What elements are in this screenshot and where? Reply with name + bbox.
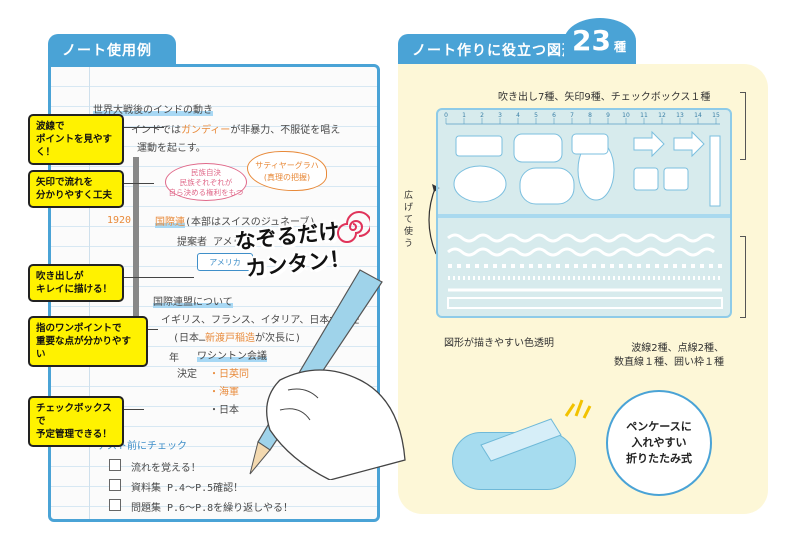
ruler-tick-label: 15 xyxy=(712,112,720,119)
ruler-tick-label: 12 xyxy=(658,112,666,119)
callout-connector-1 xyxy=(124,127,164,128)
ruler-tick-label: 8 xyxy=(588,112,592,119)
ruler-tick-label: 13 xyxy=(676,112,684,119)
bracket-top xyxy=(740,92,746,160)
ruler-tick-label: 10 xyxy=(622,112,630,119)
label-open-use: 広げて使う xyxy=(404,191,414,249)
note-year-2: 年 xyxy=(169,353,179,364)
note-kaigun: ・海軍 xyxy=(209,387,239,398)
foldable-speech-bubble: ペンケースに 入れやすい 折りたたみ式 xyxy=(606,390,712,496)
ruler-fold-line xyxy=(438,214,730,218)
ruler-tick-label: 5 xyxy=(534,112,538,119)
ruler-tick-label: 2 xyxy=(480,112,484,119)
notebook-example-header: ノート使用例 xyxy=(48,34,176,64)
easy-trace-title: なぞるだけ カンタン！ xyxy=(233,219,352,281)
hand-with-pen-illustration xyxy=(249,269,406,480)
callout-speech-bubble: 吹き出しがキレイに描ける！ xyxy=(28,264,124,302)
callout-connector-4 xyxy=(148,329,158,330)
ruler-tick-label: 11 xyxy=(640,112,648,119)
note-line-1: インドではガンディーが非暴力、不服従を唱え xyxy=(131,125,341,136)
shape-count-badge: 23 種 xyxy=(564,18,636,64)
speech-bubble-minzoku: 民族自決 民族それぞれが 自ら決める権利をもつ xyxy=(165,163,247,201)
note-nichiei: ・日英同 xyxy=(209,369,249,380)
ruler-tick-label: 3 xyxy=(498,112,502,119)
note-kettei: 決定 xyxy=(177,369,197,380)
label-line-types: 波線2種、点線2種、 数直線１種、囲い枠１種 xyxy=(614,343,724,368)
label-top-shapes: 吹き出し7種、矢印9種、チェックボックス１種 xyxy=(498,92,711,103)
ruler-tick-label: 0 xyxy=(444,112,448,119)
bracket-bottom xyxy=(740,236,746,318)
callout-arrow: 矢印で流れを分かりやすく工夫 xyxy=(28,170,124,208)
folded-ruler-in-case xyxy=(480,418,562,462)
checkbox-3[interactable] xyxy=(109,499,121,511)
note-heading: 世界大戦後のインドの動き xyxy=(93,105,213,116)
speech-bubble-satyagraha: サティヤーグラハ (真理の把握) xyxy=(247,151,327,191)
note-teian: 提案者 アメリ xyxy=(177,237,243,248)
checkbox-2[interactable] xyxy=(109,479,121,491)
check-item-2: 資料集 P.4～P.5確認！ xyxy=(131,483,244,494)
callout-connector-5 xyxy=(124,409,144,410)
note-line-2: 運動を起こす。 xyxy=(137,143,206,154)
note-washington: ワシントン会議 xyxy=(197,351,267,362)
label-transparent: 図形が描きやすい色透明 xyxy=(444,338,554,349)
pencil-case-illustration xyxy=(452,418,576,490)
ruler-tick-label: 7 xyxy=(570,112,574,119)
note-members-detail: (日本…新渡戸稲造が次長に) xyxy=(173,333,302,344)
callout-finger-point: 指のワンポイントで重要な点が分かりやすい xyxy=(28,316,148,367)
note-box-america: アメリカ xyxy=(197,253,253,271)
note-nihon: ・日本 xyxy=(209,405,239,416)
callout-checkbox: チェックボックスで予定管理できる！ xyxy=(28,396,124,447)
check-item-3: 問題集 P.6～P.8を繰り返しやる！ xyxy=(131,503,294,514)
callout-connector-2 xyxy=(124,183,154,184)
ruler-tick-label: 9 xyxy=(606,112,610,119)
sparkle-lines-icon xyxy=(564,399,592,419)
ruler-tick-label: 4 xyxy=(516,112,520,119)
callout-connector-3 xyxy=(124,277,194,278)
swirl-icon xyxy=(337,211,370,243)
note-year-1920: 1920 xyxy=(107,215,132,226)
ruler-tick-label: 1 xyxy=(462,112,466,119)
note-members: イギリス、フランス、イタリア、日本が常任 xyxy=(161,315,360,326)
ruler-tick-label: 14 xyxy=(694,112,702,119)
check-item-1: 流れを覚える！ xyxy=(131,463,201,474)
ruler-tick-label: 6 xyxy=(552,112,556,119)
note-kokusai: 国際連(本部はスイスのジュネーブ) xyxy=(155,217,316,228)
note-test-label: テスト前にチェック xyxy=(97,441,187,452)
note-kokusai-renmei: 国際連盟について xyxy=(153,297,233,308)
callout-wavy-line: 波線でポイントを見やすく！ xyxy=(28,114,124,165)
checkbox-1[interactable] xyxy=(109,459,121,471)
